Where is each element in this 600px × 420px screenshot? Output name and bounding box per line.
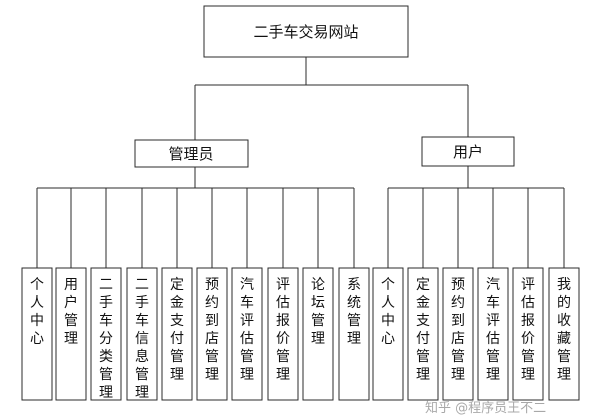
module-box xyxy=(126,267,158,401)
module-box xyxy=(477,267,509,401)
module-box xyxy=(302,267,334,401)
module-box xyxy=(442,267,474,401)
module-box xyxy=(267,267,299,401)
admin-module-8: 评估报价管理 xyxy=(267,267,299,401)
role-node-user: 用户 xyxy=(421,136,515,167)
user-module-6: 我的收藏管理 xyxy=(548,267,580,401)
module-box xyxy=(21,267,53,401)
module-nodes: 个人中心 用户管理 二手车分类管理 二手车信息管理 定金支付管理 预约到店管理 汽车评估管理… xyxy=(21,267,580,401)
module-label: 预约到店管理 xyxy=(205,277,219,383)
module-box xyxy=(548,267,580,401)
user-module-1: 个人中心 xyxy=(372,267,404,401)
module-label: 定金支付管理 xyxy=(170,277,184,383)
user-module-3: 预约到店管理 xyxy=(442,267,474,401)
module-box xyxy=(90,267,122,401)
admin-module-9: 论坛管理 xyxy=(302,267,334,401)
module-box xyxy=(338,267,370,401)
module-label: 系统管理 xyxy=(347,277,361,347)
user-module-2: 定金支付管理 xyxy=(407,267,439,401)
admin-module-1: 个人中心 xyxy=(21,267,53,401)
module-box xyxy=(372,267,404,401)
admin-module-7: 汽车评估管理 xyxy=(231,267,263,401)
module-label: 我的收藏管理 xyxy=(557,277,571,383)
module-label: 汽车评估管理 xyxy=(240,277,254,383)
admin-module-3: 二手车分类管理 xyxy=(90,267,122,401)
module-box xyxy=(231,267,263,401)
module-box xyxy=(512,267,544,401)
watermark-text: 知乎 @程序员王不二 xyxy=(425,400,546,416)
role-label-user: 用户 xyxy=(453,143,483,161)
module-label: 评估报价管理 xyxy=(276,277,290,383)
module-box xyxy=(407,267,439,401)
module-box xyxy=(161,267,193,401)
connectors xyxy=(36,57,565,268)
module-label: 二手车分类管理 xyxy=(99,277,113,401)
root-node: 二手车交易网站 xyxy=(203,5,409,58)
module-label: 论坛管理 xyxy=(311,277,325,347)
module-label: 汽车评估管理 xyxy=(486,277,500,383)
role-node-admin: 管理员 xyxy=(134,139,249,168)
module-label: 定金支付管理 xyxy=(416,277,430,383)
root-label: 二手车交易网站 xyxy=(253,23,358,41)
module-label: 二手车信息管理 xyxy=(135,277,149,401)
module-label: 个人中心 xyxy=(381,277,395,347)
module-box xyxy=(196,267,228,401)
module-label: 用户管理 xyxy=(64,277,78,347)
user-module-4: 汽车评估管理 xyxy=(477,267,509,401)
module-box xyxy=(55,267,87,401)
admin-module-10: 系统管理 xyxy=(338,267,370,401)
user-module-5: 评估报价管理 xyxy=(512,267,544,401)
admin-module-6: 预约到店管理 xyxy=(196,267,228,401)
role-label-admin: 管理员 xyxy=(168,145,213,163)
admin-module-2: 用户管理 xyxy=(55,267,87,401)
admin-module-5: 定金支付管理 xyxy=(161,267,193,401)
module-label: 评估报价管理 xyxy=(521,277,535,383)
admin-module-4: 二手车信息管理 xyxy=(126,267,158,401)
module-label: 个人中心 xyxy=(30,277,44,347)
module-label: 预约到店管理 xyxy=(451,277,465,383)
